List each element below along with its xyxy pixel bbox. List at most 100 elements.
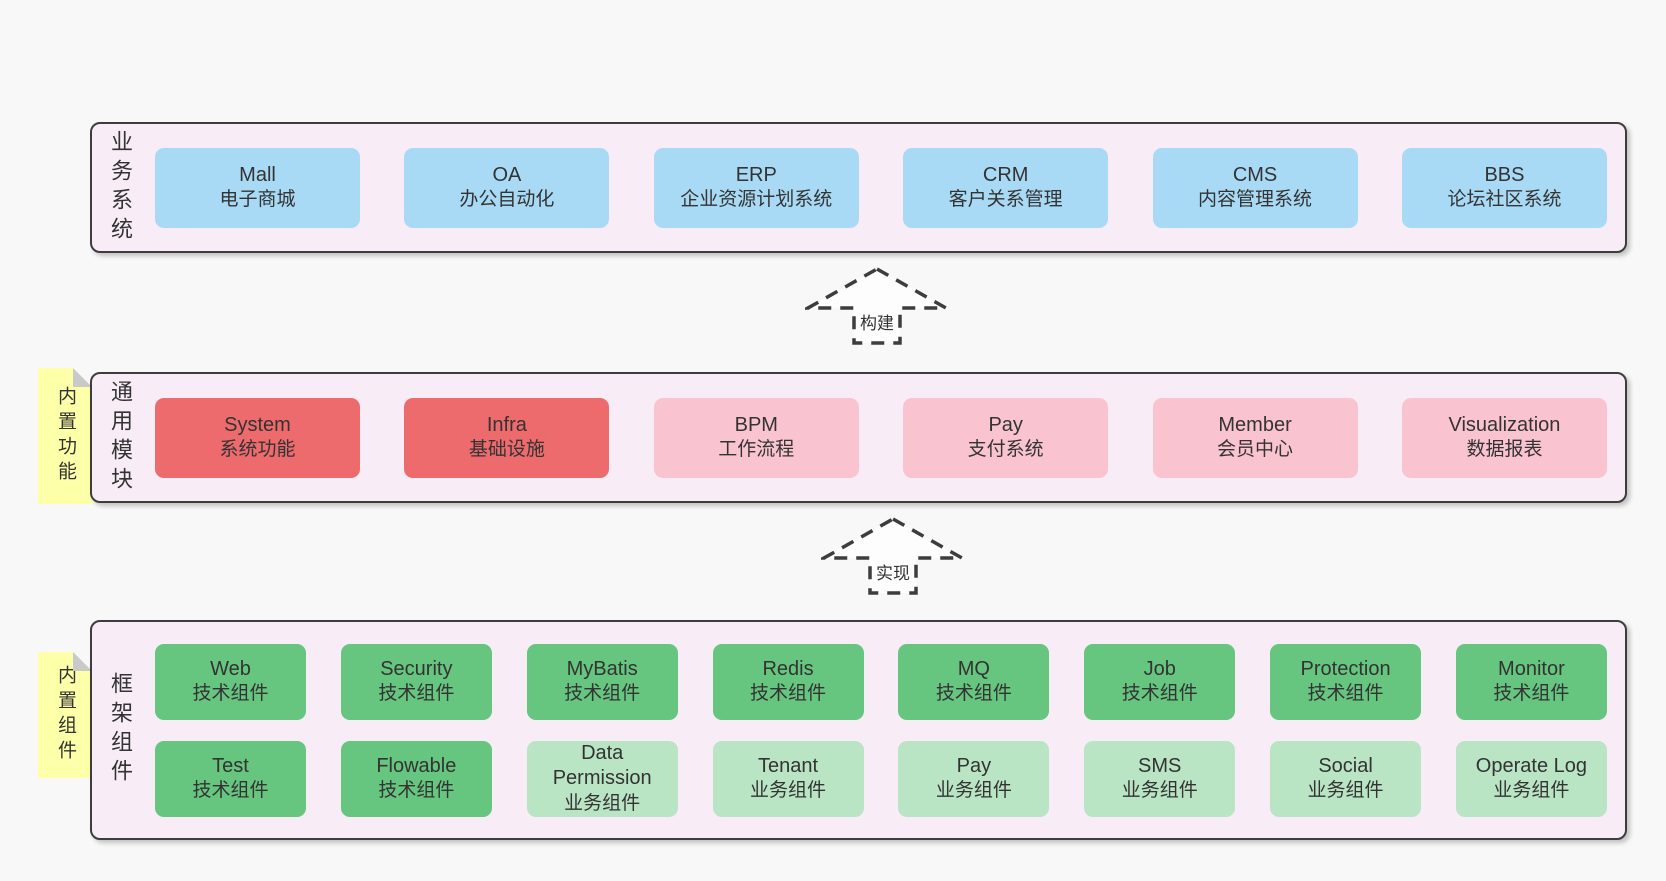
box-desc: 基础设施 (468, 439, 545, 461)
box-cms: CMS 内容管理系统 (1152, 147, 1358, 228)
box-monitor: Monitor 技术组件 (1455, 643, 1607, 720)
box-flowable: Flowable 技术组件 (340, 740, 492, 817)
business-row: Mall 电子商城 OA 办公自动化 ERP 企业资源计划系统 CRM 客户关系… (155, 147, 1607, 228)
box-name: Member (1218, 413, 1292, 436)
box-visualization: Visualization 数据报表 (1401, 397, 1607, 478)
box-desc: 技术组件 (564, 683, 641, 705)
box-erp: ERP 企业资源计划系统 (653, 147, 859, 228)
box-name: Monitor (1498, 657, 1565, 680)
components-row-2: Test 技术组件 Flowable 技术组件 Data Permission … (155, 740, 1607, 817)
build-arrow: 构建 (805, 266, 949, 346)
box-bbs: BBS 论坛社区系统 (1401, 147, 1607, 228)
box-name: Redis (762, 657, 814, 680)
box-name: Test (212, 754, 249, 777)
implement-arrow: 实现 (821, 516, 965, 596)
box-tenant: Tenant 业务组件 (712, 740, 864, 817)
box-data-permission: Data Permission 业务组件 (526, 740, 678, 817)
box-desc: 数据报表 (1466, 439, 1543, 461)
box-oa: OA 办公自动化 (404, 147, 610, 228)
components-row-1: Web 技术组件 Security 技术组件 MyBatis 技术组件 Redi… (155, 643, 1607, 720)
box-desc: 技术组件 (192, 683, 269, 705)
layer-label: 业务系统 (108, 129, 133, 246)
sticky-note-label: 内置功能 (55, 386, 76, 486)
box-desc: 支付系统 (967, 439, 1044, 461)
box-name: SMS (1138, 754, 1182, 777)
box-operate-log: Operate Log 业务组件 (1455, 740, 1607, 817)
box-job: Job 技术组件 (1084, 643, 1236, 720)
box-protection: Protection 技术组件 (1270, 643, 1422, 720)
box-name: CMS (1232, 163, 1278, 186)
box-desc: 业务组件 (564, 792, 641, 814)
box-name: Job (1143, 657, 1176, 680)
box-name: CRM (982, 163, 1029, 186)
box-desc: 技术组件 (378, 780, 455, 802)
box-desc: 工作流程 (718, 439, 795, 461)
box-web: Web 技术组件 (155, 643, 306, 720)
build-arrow-label: 构建 (857, 308, 897, 335)
sticky-note-builtin-features: 内置功能 (38, 368, 92, 504)
box-mq: MQ 技术组件 (898, 643, 1050, 720)
box-desc: 技术组件 (750, 683, 827, 705)
box-desc: 客户关系管理 (948, 189, 1063, 211)
box-desc: 业务组件 (750, 780, 827, 802)
box-name: Pay (988, 413, 1023, 436)
box-desc: 技术组件 (1493, 683, 1570, 705)
box-name: MQ (957, 657, 990, 680)
box-name: ERP (735, 163, 777, 186)
box-social: Social 业务组件 (1270, 740, 1422, 817)
box-name: Visualization (1448, 413, 1561, 436)
box-name: Mall (239, 163, 276, 186)
box-desc: 业务组件 (1307, 780, 1384, 802)
box-desc: 系统功能 (219, 439, 296, 461)
box-name: BBS (1484, 163, 1525, 186)
box-desc: 技术组件 (935, 683, 1012, 705)
box-name: Flowable (376, 754, 457, 777)
box-desc: 办公自动化 (459, 189, 555, 211)
box-bpm: BPM 工作流程 (653, 397, 859, 478)
box-desc: 内容管理系统 (1198, 189, 1313, 211)
box-desc: 业务组件 (1121, 780, 1198, 802)
box-security: Security 技术组件 (340, 643, 492, 720)
sticky-note-label: 内置组件 (55, 665, 76, 765)
box-desc: 业务组件 (935, 780, 1012, 802)
modules-row: System 系统功能 Infra 基础设施 BPM 工作流程 Pay 支付系统… (155, 397, 1607, 478)
box-mall: Mall 电子商城 (155, 147, 360, 228)
box-desc: 会员中心 (1217, 439, 1294, 461)
box-name: Social (1318, 754, 1373, 777)
box-name: Protection (1300, 657, 1391, 680)
box-name: OA (492, 163, 522, 186)
layer-label: 通用模块 (108, 379, 133, 496)
box-sms: SMS 业务组件 (1084, 740, 1236, 817)
box-crm: CRM 客户关系管理 (903, 147, 1109, 228)
box-redis: Redis 技术组件 (712, 643, 864, 720)
box-desc: 技术组件 (1307, 683, 1384, 705)
box-member: Member 会员中心 (1152, 397, 1358, 478)
box-system: System 系统功能 (155, 397, 360, 478)
box-pay-component: Pay 业务组件 (898, 740, 1050, 817)
box-name: Pay (956, 754, 992, 777)
layer-business-systems: 业务系统 Mall 电子商城 OA 办公自动化 ERP 企业资源计划系统 CRM… (90, 122, 1627, 253)
box-name: System (224, 413, 291, 436)
box-name: Infra (486, 413, 527, 436)
box-desc: 业务组件 (1493, 780, 1570, 802)
box-name: Web (210, 657, 251, 680)
dashed-up-arrow-icon (805, 266, 949, 345)
box-name: BPM (734, 413, 778, 436)
layer-common-modules: 通用模块 System 系统功能 Infra 基础设施 BPM 工作流程 Pay… (90, 372, 1627, 503)
box-desc: 技术组件 (378, 683, 455, 705)
implement-arrow-label: 实现 (873, 558, 913, 585)
box-name: MyBatis (566, 657, 638, 680)
box-desc: 技术组件 (192, 780, 269, 802)
box-mybatis: MyBatis 技术组件 (526, 643, 678, 720)
box-desc: 技术组件 (1121, 683, 1198, 705)
box-name: Data Permission (552, 741, 652, 790)
box-test: Test 技术组件 (155, 740, 306, 817)
dashed-up-arrow-icon (821, 516, 965, 595)
sticky-note-builtin-components: 内置组件 (38, 652, 92, 778)
box-desc: 企业资源计划系统 (680, 189, 833, 211)
box-pay-system: Pay 支付系统 (903, 397, 1109, 478)
box-name: Operate Log (1475, 754, 1587, 777)
box-desc: 论坛社区系统 (1447, 189, 1562, 211)
box-name: Security (380, 657, 453, 680)
